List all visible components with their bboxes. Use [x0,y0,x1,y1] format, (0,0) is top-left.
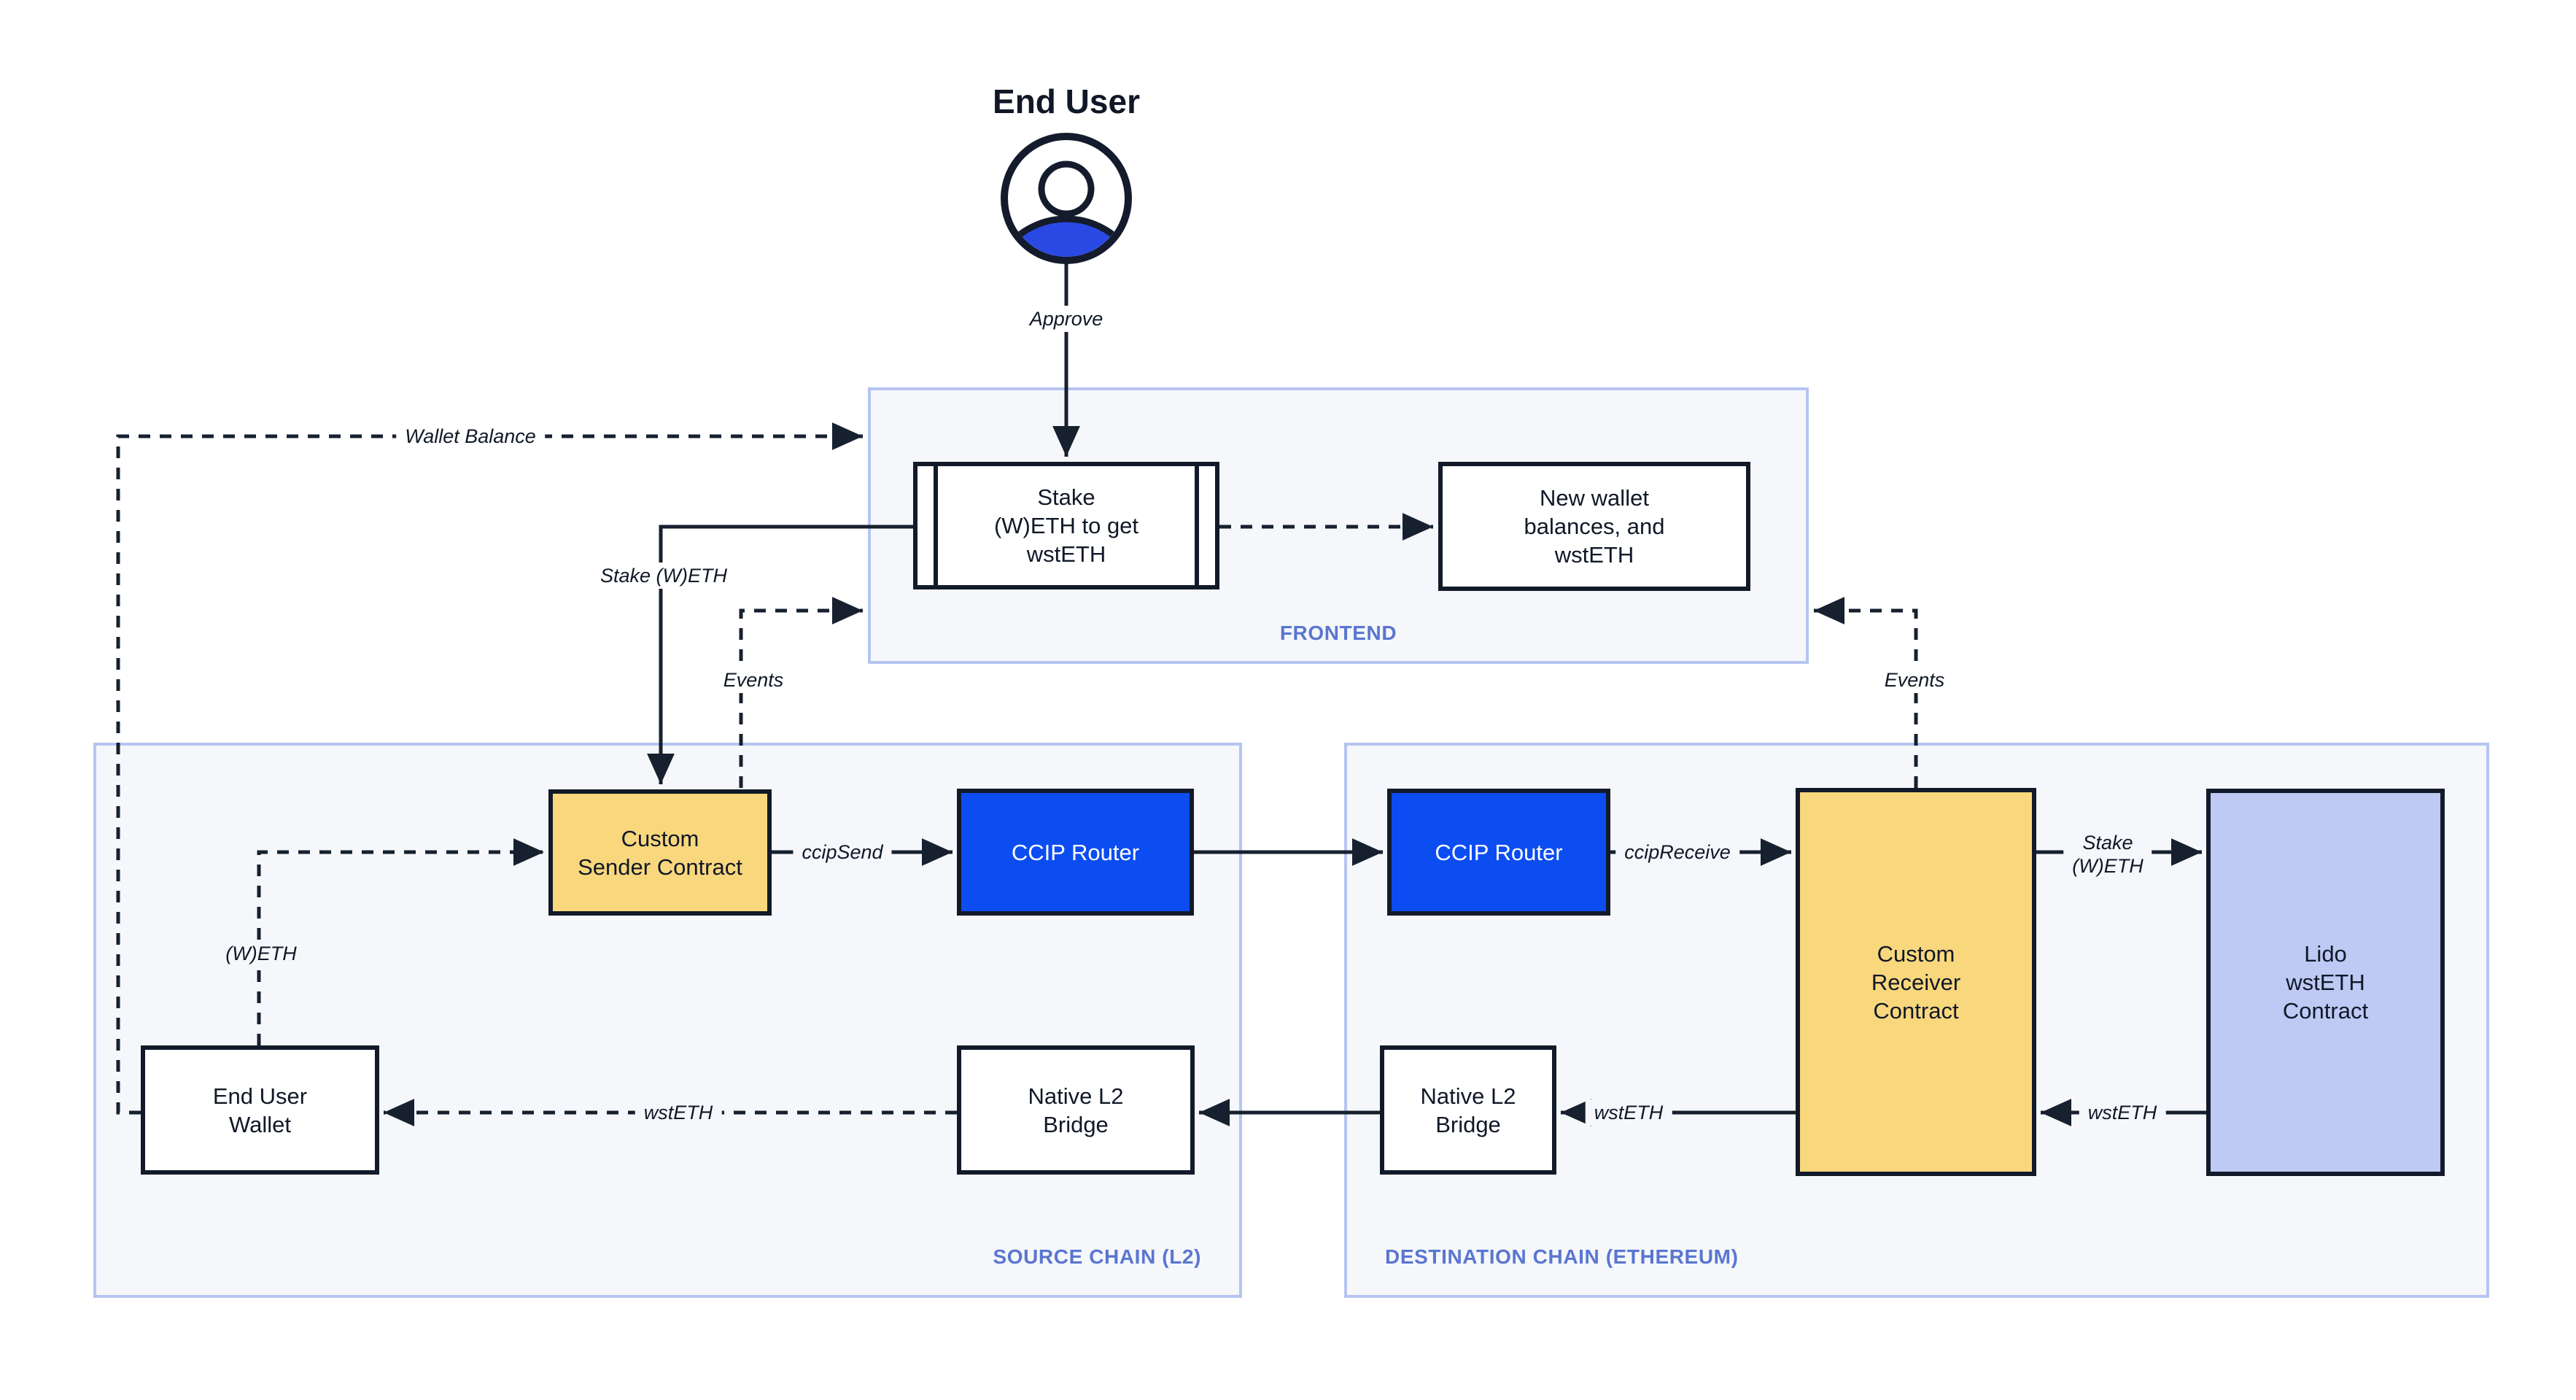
edge-events-left [739,597,863,788]
edge-label-wsteth-from-lido: wstETH [2079,1099,2166,1126]
node-lido-wsteth-contract: Lido wstETH Contract [2206,789,2445,1176]
edge-label-ccipreceive: ccipReceive [1615,839,1739,865]
edge-label-wsteth-to-bridge: wstETH [1585,1099,1672,1126]
node-native-l2-bridge-destination: Native L2 Bridge [1380,1045,1556,1175]
end-user-title: End User [993,82,1140,120]
frontend-label: FRONTEND [1279,622,1397,644]
edge-weth [257,838,544,1045]
edge-label-events-left: Events [714,667,793,693]
node-end-user-wallet: End User Wallet [141,1045,379,1175]
node-ccip-router-source: CCIP Router [957,789,1194,916]
node-stake-wsteth: Stake (W)ETH to get wstETH [913,462,1219,589]
edge-label-wsteth-to-wallet: wstETH [635,1099,722,1126]
end-user-avatar-icon [1001,133,1132,264]
node-ccip-router-destination: CCIP Router [1387,789,1610,916]
edge-label-stake-weth-right: Stake (W)ETH [2063,829,2152,879]
edge-wallet-balance [116,422,863,1115]
node-new-wallet-balances: New wallet balances, and wstETH [1438,462,1750,591]
edge-events-right [1814,597,1918,788]
edge-label-stake-weth: Stake (W)ETH [591,562,737,589]
source-chain-label: SOURCE CHAIN (L2) [993,1245,1201,1268]
edge-label-approve: Approve [1020,306,1112,332]
node-custom-sender-contract: Custom Sender Contract [548,789,772,916]
edge-label-wallet-balance: Wallet Balance [396,423,545,449]
node-native-l2-bridge-source: Native L2 Bridge [957,1045,1195,1175]
edge-stake-weth [647,525,913,784]
edge-label-events-right: Events [1875,667,1954,693]
node-custom-receiver-contract: Custom Receiver Contract [1796,788,2036,1176]
edge-label-ccipsend: ccipSend [793,839,892,865]
edge-label-weth: (W)ETH [217,940,306,967]
destination-chain-label: DESTINATION CHAIN (ETHEREUM) [1385,1245,1739,1268]
